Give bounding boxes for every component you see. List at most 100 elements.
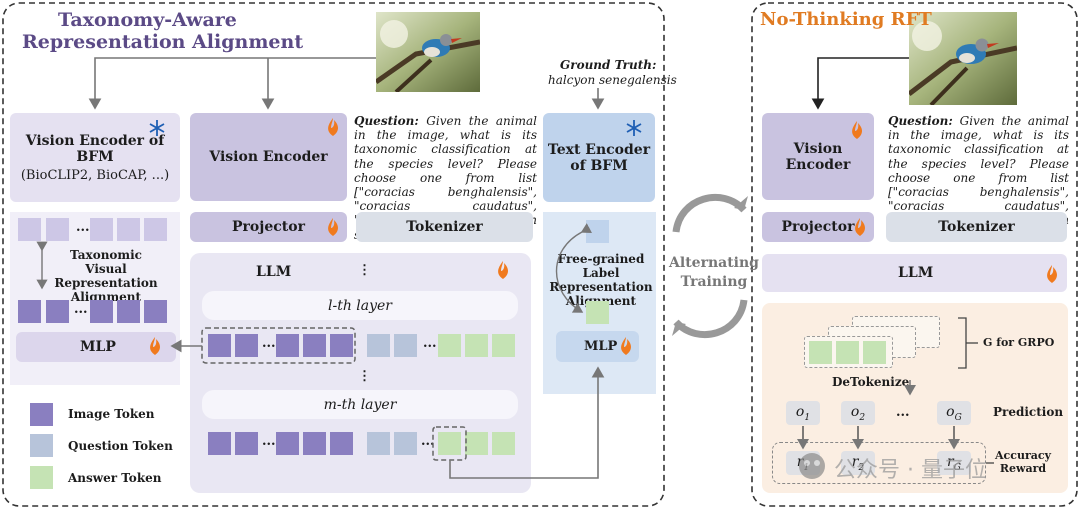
legend-answer-swatch	[30, 466, 53, 489]
legend-image-swatch	[30, 403, 53, 426]
mlp-right-label: MLP	[584, 339, 618, 354]
bird-photo-left	[376, 12, 480, 92]
mlp-left-box: MLP	[16, 332, 176, 362]
answer-token	[492, 334, 515, 357]
question-token	[367, 334, 390, 357]
projector-box: Projector	[190, 212, 347, 242]
right-vision-encoder-line1: Vision	[793, 140, 843, 157]
ellipsis: ...	[262, 336, 276, 351]
tokenizer-label: Tokenizer	[406, 219, 483, 235]
right-projector-label: Projector	[781, 219, 855, 235]
prediction-ellipsis: ...	[896, 405, 910, 420]
label-alignment-arrow	[556, 223, 593, 313]
image-token	[303, 334, 326, 357]
reward-group	[772, 442, 986, 484]
ellipsis: ...	[423, 336, 437, 351]
image-token	[303, 432, 326, 455]
prediction-label: Prediction	[993, 405, 1064, 419]
answer-token	[465, 432, 488, 455]
answer-token	[438, 334, 461, 357]
bfm-encoder-title: Vision Encoder of BFM	[25, 132, 165, 165]
answer-token	[492, 432, 515, 455]
detokenize-label: DeTokenize	[832, 375, 910, 389]
bfm-token	[46, 218, 69, 241]
aligned-image-token	[18, 300, 41, 323]
image-token	[330, 432, 353, 455]
fire-icon	[1047, 265, 1057, 283]
image-token	[276, 334, 299, 357]
fire-icon	[328, 218, 338, 236]
llm-label: LLM	[256, 264, 292, 280]
question-label-left: Question:	[354, 114, 419, 128]
alternating-arrow-bottom	[673, 299, 748, 339]
tokenizer-box: Tokenizer	[356, 212, 533, 242]
prediction-oG: oG	[937, 401, 971, 425]
aligned-image-token	[144, 300, 167, 323]
fire-icon	[621, 337, 631, 355]
image-token	[208, 334, 231, 357]
watermark: 公众号 · 量子位	[834, 458, 987, 483]
answer-token	[438, 432, 461, 455]
ellipsis: ...	[421, 434, 435, 449]
g-for-grpo-label: G for GRPO	[983, 336, 1055, 349]
left-title-line2: Representation Alignment	[22, 31, 304, 53]
vision-encoder-label: Vision Encoder	[209, 149, 328, 165]
bfm-encoder-subtitle: (BioCLIP2, BioCAP, ...)	[20, 167, 170, 183]
question-token	[367, 432, 390, 455]
arrow-to-mlp-right	[449, 366, 605, 479]
ellipsis: ...	[74, 302, 88, 317]
accuracy-reward-label: Accuracy Reward	[995, 449, 1051, 475]
question-label-right: Question:	[888, 114, 953, 128]
mlp-right-box: MLP	[556, 331, 639, 362]
legend-image-token: Image Token	[68, 407, 155, 421]
legend-question-token: Question Token	[68, 439, 173, 453]
right-tokenizer-label: Tokenizer	[938, 219, 1015, 235]
image-token	[235, 334, 258, 357]
question-token	[394, 334, 417, 357]
image-token	[276, 432, 299, 455]
vertical-ellipsis: ⋮	[358, 263, 371, 278]
alternating-arrow-top	[672, 193, 747, 233]
question-token	[394, 432, 417, 455]
answer-token	[809, 341, 832, 364]
image-token-selection	[201, 327, 356, 364]
vision-encoder-box: Vision Encoder	[190, 113, 347, 201]
fire-icon	[498, 261, 508, 279]
arrow-image-to-bfm	[88, 57, 376, 110]
bfm-token	[18, 218, 41, 241]
alternating-training-label: Alternating Training	[669, 255, 759, 290]
ellipsis: ...	[262, 434, 276, 449]
bfm-token	[144, 218, 167, 241]
prediction-o1: o1	[786, 401, 820, 425]
bfm-token	[117, 218, 140, 241]
snowflake-icon	[149, 120, 165, 136]
text-encoder-box: Text Encoder of BFM	[543, 113, 655, 202]
reward-r2: r2	[841, 451, 875, 475]
text-encoder-line2: of BFM	[570, 157, 628, 174]
mlp-left-label: MLP	[80, 339, 116, 355]
fire-icon	[852, 121, 862, 139]
projector-label: Projector	[232, 219, 305, 235]
grpo-bracket	[958, 317, 967, 369]
image-token	[208, 432, 231, 455]
fire-icon	[855, 218, 865, 236]
legend-question-swatch	[30, 434, 53, 457]
right-llm-box: LLM	[762, 254, 1067, 292]
fire-icon	[328, 118, 338, 136]
answer-token	[863, 341, 886, 364]
watermark-avatar-icon	[799, 453, 825, 479]
right-tokenizer-box: Tokenizer	[886, 212, 1067, 242]
image-token	[330, 334, 353, 357]
bird-photo-right	[909, 12, 1017, 105]
ellipsis: ...	[76, 220, 90, 235]
visual-alignment-label: Taxonomic Visual Representation Alignmen…	[54, 248, 158, 304]
m-th-layer: m-th layer	[202, 390, 518, 419]
answer-token-selection	[432, 426, 467, 461]
answer-token	[836, 341, 859, 364]
vertical-ellipsis: ⋮	[358, 369, 371, 384]
aligned-image-token	[46, 300, 69, 323]
ground-truth-label: Ground Truth:	[560, 58, 657, 72]
